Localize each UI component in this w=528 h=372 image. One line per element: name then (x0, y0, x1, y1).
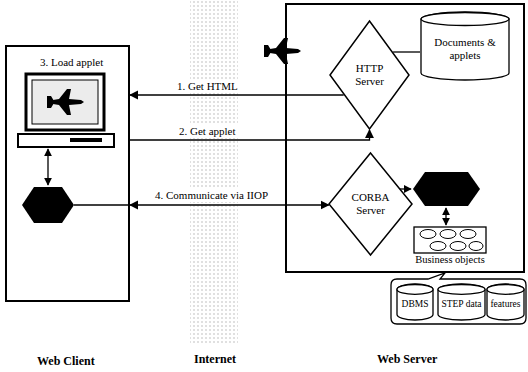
connector (130, 94, 344, 95)
cylinder-top (421, 13, 509, 26)
orb-hexagon (413, 172, 480, 206)
monitor-screen (32, 80, 98, 124)
node-text: DBMS (402, 294, 429, 310)
cylinder-top (438, 285, 485, 295)
node-text: Business objects (400, 254, 500, 266)
panel-title: Web Server (377, 353, 437, 367)
edge-label: 1. Get HTML (175, 80, 240, 93)
store-cylinder: Documents & applets (420, 12, 510, 80)
computer-base (18, 134, 114, 147)
node-text: STEP data (441, 294, 481, 310)
server-panel: Web ServerHTTP ServerDocuments & applets… (285, 3, 525, 273)
internet-band (190, 0, 238, 345)
cylinder-top (397, 285, 433, 295)
jet-icon (47, 89, 84, 115)
connector (130, 204, 329, 205)
callout-bubble (391, 273, 526, 324)
orb-hexagon (22, 187, 74, 223)
diamond-shape (330, 21, 409, 129)
object-circles (420, 230, 483, 251)
objects-box (414, 227, 486, 253)
cylinder-shape (487, 284, 524, 320)
cylinder-shape (397, 284, 433, 320)
zone-label: Internet (192, 353, 238, 367)
client-arrow (47, 149, 48, 185)
node-text: features (490, 294, 520, 310)
edge-label: 4. Communicate via IIOP (153, 189, 270, 202)
cylinder-shape (438, 284, 485, 320)
monitor-frame (26, 74, 104, 130)
edge-label: 2. Get applet (177, 125, 238, 138)
cylinder-shape (421, 12, 509, 80)
connector (130, 130, 370, 140)
server-diamond: HTTP Server (329, 20, 410, 130)
client-panel: Web Client (5, 45, 130, 302)
store-cylinder: STEP data (437, 284, 486, 320)
iiop-wire (74, 204, 130, 205)
store-cylinder: DBMS (396, 284, 434, 320)
panel-title: Web Client (37, 355, 95, 369)
drive-slot (70, 138, 102, 142)
step-label: 3. Load applet (38, 56, 105, 69)
orb-arrow (445, 208, 446, 225)
store-cylinder: features (486, 284, 525, 320)
node-text: CORBA Server (348, 191, 394, 216)
jet-icon (264, 38, 301, 64)
node-text: HTTP Server (348, 62, 392, 87)
server-diamond: CORBA Server (328, 152, 413, 256)
diamond-shape (329, 153, 412, 255)
connector (393, 51, 420, 52)
cylinder-top (487, 285, 524, 295)
business-objects: Business objects (400, 225, 500, 269)
node-text: Documents & applets (425, 30, 505, 61)
